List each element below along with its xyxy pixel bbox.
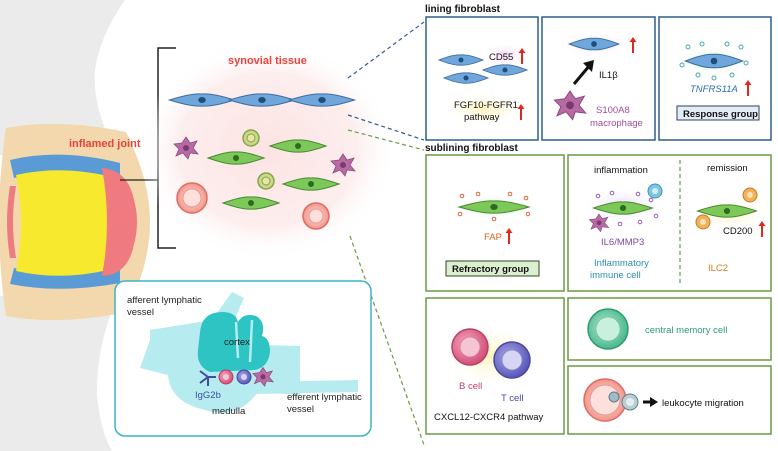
lining-panel-il1b xyxy=(541,16,656,141)
refractory-group-label: Refractory group xyxy=(452,264,529,275)
fap-label: FAP xyxy=(484,232,502,243)
t-cell-label: T cell xyxy=(501,393,524,404)
panel-leukocyte-migration xyxy=(567,365,772,435)
fgf-pathway-label-1: FGF10-FGFR1 xyxy=(454,100,518,111)
synovial-tissue-title: synovial tissue xyxy=(228,55,307,67)
sublining-fibroblast-title: sublining fibroblast xyxy=(425,143,518,154)
afferent-vessel-label-1: afferent lymphatic xyxy=(127,295,202,306)
s100a8-label-1: S100A8 xyxy=(596,105,630,116)
tnfrs11a-label: TNFRS11A xyxy=(690,84,738,95)
cd200-label: CD200 xyxy=(723,226,753,237)
sublining-panel-inflammation-remission xyxy=(567,154,772,292)
ilc2-label: ILC2 xyxy=(708,263,728,274)
synovial-lining-fibroblasts xyxy=(168,93,356,107)
connector-lines xyxy=(347,21,425,446)
remission-label: remission xyxy=(707,163,748,174)
inflammatory-cell-label-2: immune cell xyxy=(590,270,641,281)
leukocyte-migration-label: leukocyte migration xyxy=(662,398,744,409)
fgf-pathway-label-2: pathway xyxy=(464,112,500,123)
igg2b-label: IgG2b xyxy=(195,390,221,401)
inflammatory-cell-label-1: Inflammatory xyxy=(594,258,649,269)
synovial-blood-vessels xyxy=(176,182,330,230)
afferent-vessel-label-2: vessel xyxy=(127,307,154,318)
panel-b-t-cells xyxy=(425,297,565,435)
synovial-lymphocytes xyxy=(242,129,275,190)
lining-panel-tnfrs11a xyxy=(658,16,772,141)
lymph-node-illustration xyxy=(140,292,358,413)
cxcl12-pathway-label: CXCL12-CXCR4 pathway xyxy=(434,412,544,423)
il1b-label: IL1β xyxy=(599,70,618,81)
inflamed-joint-label: inflamed joint xyxy=(69,138,141,150)
il6-mmp3-label: IL6/MMP3 xyxy=(601,237,644,248)
panel-central-memory xyxy=(567,297,772,361)
medulla-label: medulla xyxy=(212,406,246,417)
lining-panel-cd55 xyxy=(425,16,539,141)
cd55-label: CD55 xyxy=(489,52,513,63)
response-group-label: Response group xyxy=(683,109,758,120)
inflammation-label: inflammation xyxy=(594,165,648,176)
central-memory-label: central memory cell xyxy=(645,325,727,336)
efferent-vessel-label-1: efferent lymphatic xyxy=(287,392,362,403)
sublining-panel-fap xyxy=(425,154,565,292)
lining-fibroblast-title: lining fibroblast xyxy=(425,4,501,15)
knee-joint-illustration xyxy=(0,0,150,451)
cortex-label: cortex xyxy=(224,337,250,348)
b-cell-label: B cell xyxy=(459,381,482,392)
s100a8-label-2: macrophage xyxy=(590,118,643,129)
lymph-node-cells xyxy=(199,367,274,387)
efferent-vessel-label-2: vessel xyxy=(287,404,314,415)
